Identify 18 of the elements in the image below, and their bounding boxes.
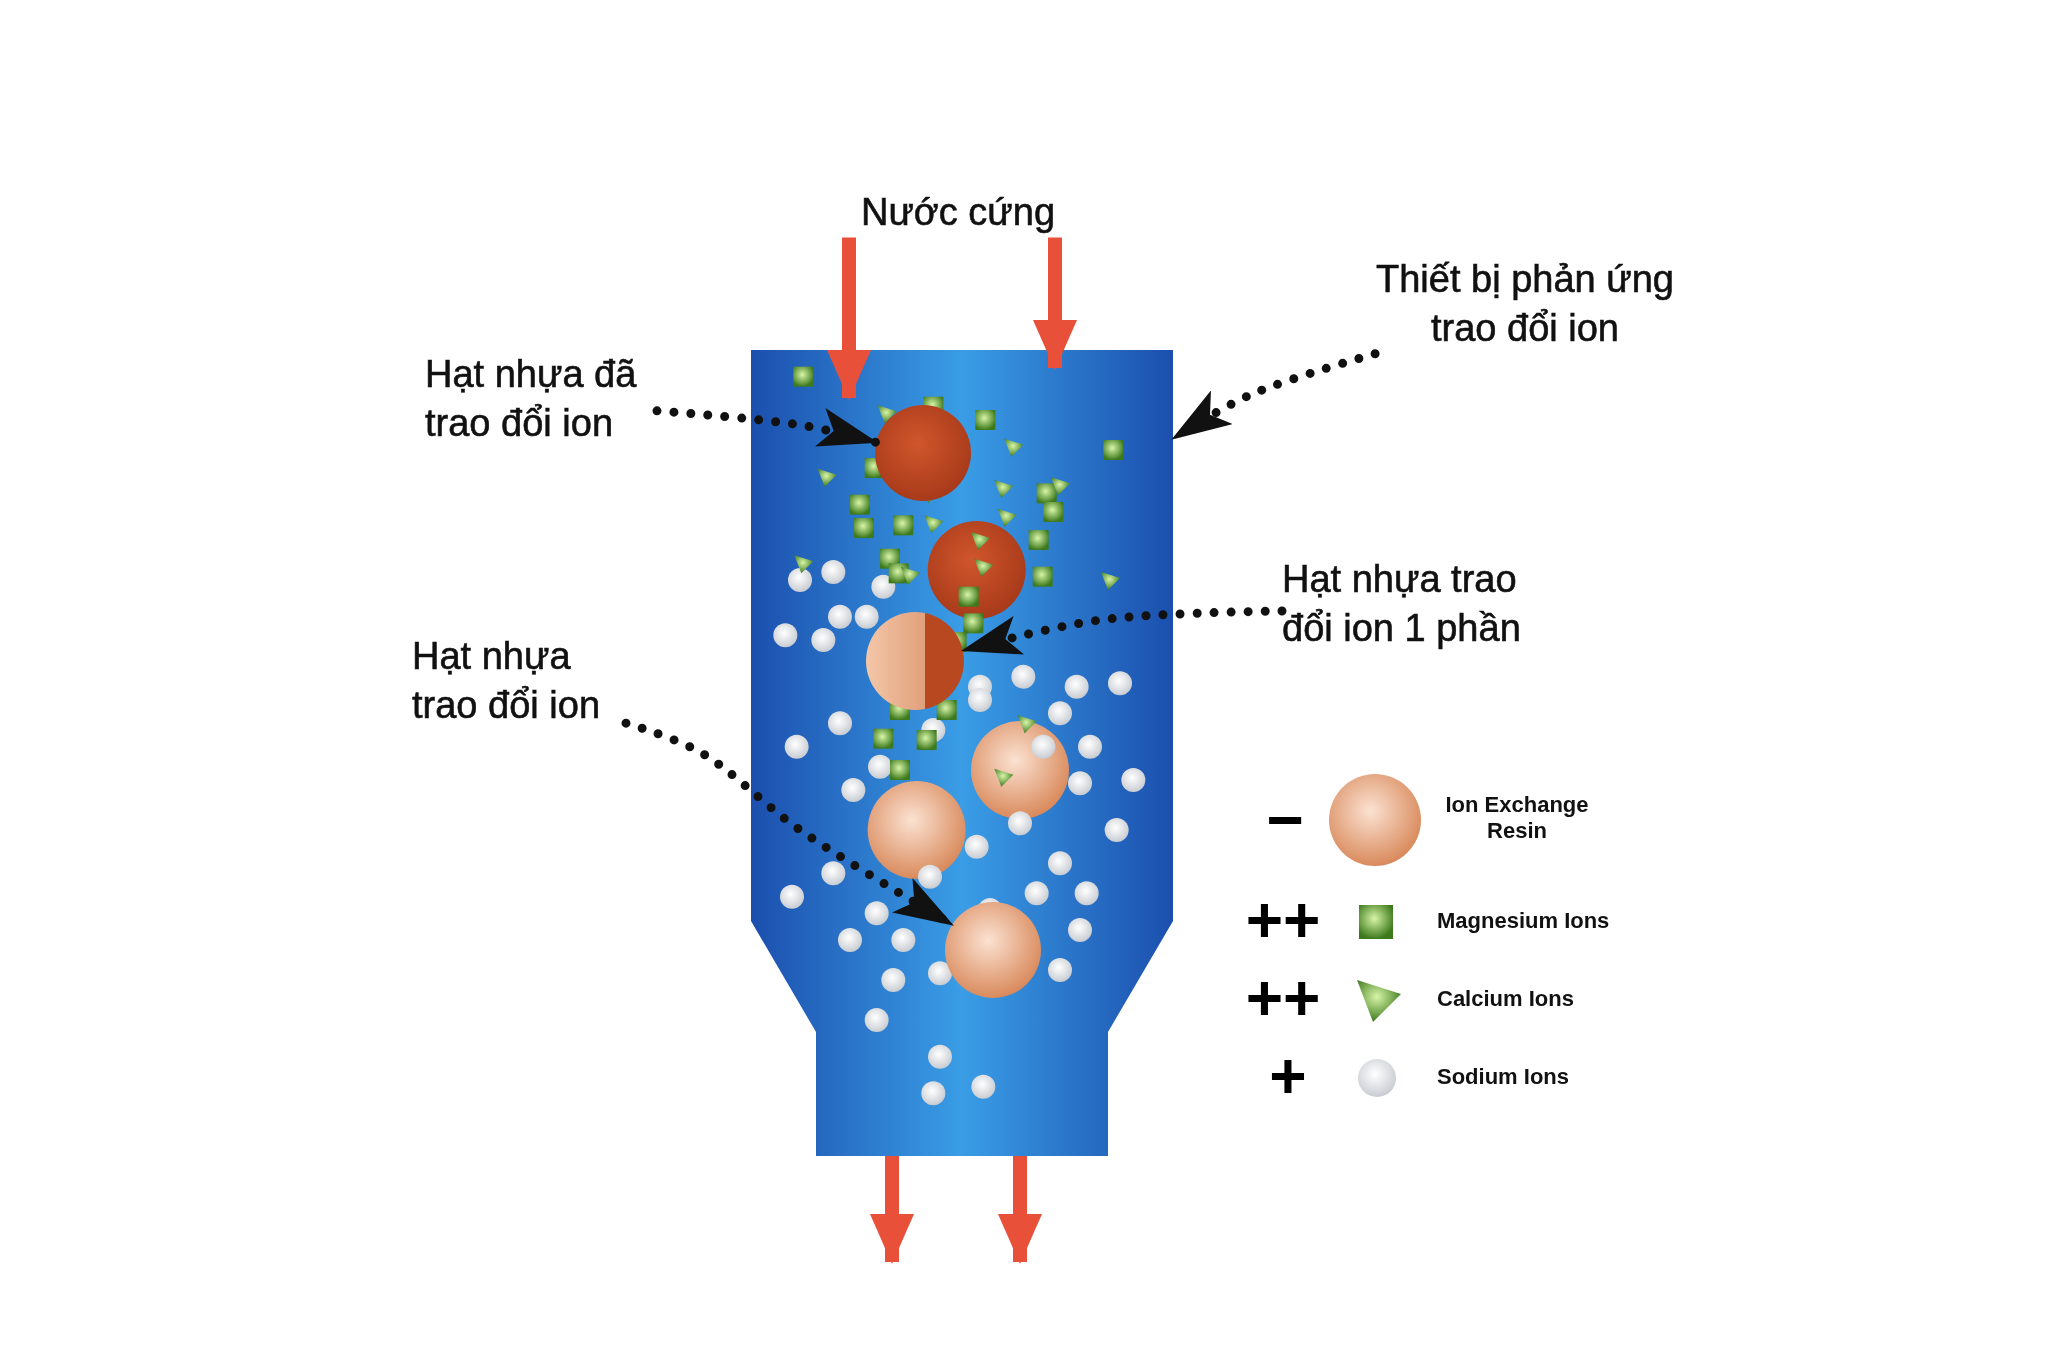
charge-sign: + <box>1268 1044 1308 1108</box>
callout-label: Hạt nhựa trao đổi ion 1 phần <box>1282 557 1522 652</box>
inflow-label: Nước cứng <box>859 190 1057 235</box>
legend-label: Calcium Ions <box>1437 986 1574 1013</box>
charge-sign: − <box>1265 788 1305 852</box>
legend-label: Magnesium Ions <box>1437 908 1610 935</box>
flow-arrow <box>1033 237 1077 370</box>
callout-label: Hạt nhựa đã trao đổi ion <box>425 352 638 447</box>
legend-label: Ion Exchange Resin <box>1444 792 1590 845</box>
charge-sign: ++ <box>1244 888 1322 952</box>
charge-sign: ++ <box>1244 966 1322 1030</box>
flow-arrow <box>998 1156 1042 1264</box>
callout-label: Hạt nhựa trao đổi ion <box>412 634 601 729</box>
callout-label: Thiết bị phản ứng trao đổi ion <box>1375 257 1675 352</box>
flow-arrow <box>870 1156 914 1264</box>
flow-arrow <box>827 237 871 400</box>
legend-label: Sodium Ions <box>1437 1064 1569 1091</box>
leader-line <box>652 406 881 447</box>
